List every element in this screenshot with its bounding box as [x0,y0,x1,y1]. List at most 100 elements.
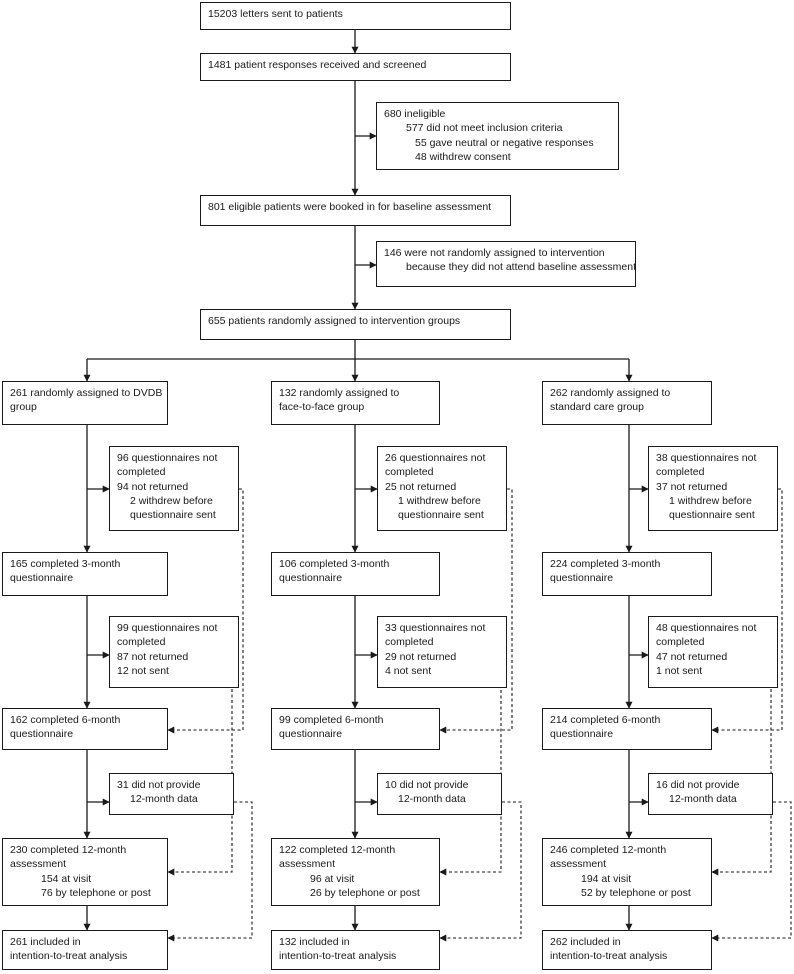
label-line: 16 did not provide [656,779,740,791]
label-line: assessment [279,858,336,871]
label-line: 106 completed 3-month [279,558,390,570]
label-line: 122 completed 12-month [279,844,396,856]
label-line: 230 completed 12-month [10,844,127,856]
label-line: completed [117,466,166,479]
label-line: 162 completed 6-month [10,714,121,726]
dashed-carry-forward [439,488,513,734]
label-line: 87 not returned [117,650,189,663]
label-line: 33 questionnaires not [385,622,486,634]
label-line: 12-month data [130,793,198,806]
arm-dvdb-itt-box: 261 included in intention-to-treat analy… [2,930,168,970]
label-line: questionnaire [10,572,74,585]
arm-dvdb-q6-done-box: 162 completed 6-month questionnaire [2,708,168,750]
label-line: 48 questionnaires not [656,622,757,634]
label-line: 12-month data [669,793,737,806]
label-line: 246 completed 12-month [550,844,667,856]
ineligible-withdrew: 48 withdrew consent [415,150,511,163]
label-line: questionnaire [279,572,343,585]
label-line: completed [385,466,434,479]
label-line: 4 not sent [385,664,432,677]
arm-f2f-assigned-box: 132 randomly assigned to face-to-face gr… [271,381,440,425]
dashed-carry-forward [711,651,778,876]
label-line: 132 randomly assigned to [279,387,400,399]
label-line: completed [385,636,434,649]
label-line: 165 completed 3-month [10,558,121,570]
label-line: 262 included in [550,936,621,948]
label-line: intention-to-treat analysis [10,950,128,963]
label-line: 10 did not provide [385,779,469,791]
label-line: assessment [550,858,607,871]
label-line: intention-to-treat analysis [279,950,397,963]
dashed-carry-forward [167,651,239,876]
label-line: 96 at visit [310,872,355,885]
arm-dvdb-q6-missing-box: 99 questionnaires not completed 87 not r… [109,616,239,688]
label-line: 26 questionnaires not [385,452,486,464]
label-line: 99 completed 6-month [279,714,384,726]
letters-text: 15203 letters sent to patients [208,8,343,20]
label-line: 52 by telephone or post [581,886,691,899]
ineligible-negative: 55 gave neutral or negative responses [415,136,594,149]
label-line: questionnaire [550,728,614,741]
dashed-carry-forward [167,488,244,734]
label-line: 1 not sent [656,664,703,677]
arm-standard-12m-missing-box: 16 did not provide 12-month data [648,773,773,815]
label-line: 132 included in [279,936,350,948]
label-line: 26 by telephone or post [310,886,420,899]
arm-f2f-itt-box: 132 included in intention-to-treat analy… [271,930,440,970]
ineligible-total: 680 ineligible [384,108,446,120]
label-line: 99 questionnaires not [117,622,218,634]
label-line: 224 completed 3-month [550,558,661,570]
label-line: assessment [10,858,67,871]
label-line: face-to-face group [279,401,365,414]
not-assigned-box: 146 were not randomly assigned to interv… [376,241,636,287]
label-line: questionnaire [550,572,614,585]
label-line: 47 not returned [656,650,728,663]
label-line: 262 randomly assigned to [550,387,671,399]
arm-f2f-q3-done-box: 106 completed 3-month questionnaire [271,552,440,596]
arm-dvdb-q3-done-box: 165 completed 3-month questionnaire [2,552,168,596]
arm-f2f-q3-missing-box: 26 questionnaires not completed 25 not r… [377,446,507,531]
arm-standard-12m-done-box: 246 completed 12-month assessment 194 at… [542,838,712,906]
arm-standard-q3-done-box: 224 completed 3-month questionnaire [542,552,712,596]
dashed-carry-forward [167,801,253,942]
label-line: 31 did not provide [117,779,201,791]
ineligible-criteria: 577 did not meet inclusion criteria [406,122,563,135]
label-line: completed [117,636,166,649]
label-line: standard care group [550,401,644,414]
label-line: 94 not returned [117,480,189,493]
label-line: questionnaire [279,728,343,741]
arm-standard-q6-missing-box: 48 questionnaires not completed 47 not r… [648,616,778,688]
label-line: 37 not returned [656,480,728,493]
dashed-carry-forward [711,801,792,942]
not-assigned-line-1: 146 were not randomly assigned to interv… [384,247,605,259]
label-line: 76 by telephone or post [41,886,151,899]
label-line: 1 withdrew before [398,494,481,507]
label-line: 29 not returned [385,650,457,663]
label-line: 194 at visit [581,872,632,885]
label-line: 214 completed 6-month [550,714,661,726]
label-line: 25 not returned [385,480,457,493]
eligible-box: 801 eligible patients were booked in for… [200,195,511,226]
arm-standard-q6-done-box: 214 completed 6-month questionnaire [542,708,712,750]
responses-box: 1481 patient responses received and scre… [200,53,511,81]
ineligible-box: 680 ineligible 577 did not meet inclusio… [376,102,619,170]
arm-dvdb-assigned-box: 261 randomly assigned to DVDB group [2,381,168,425]
label-line: 154 at visit [41,872,92,885]
arm-standard-itt-box: 262 included in intention-to-treat analy… [542,930,712,970]
arm-f2f-12m-missing-box: 10 did not provide 12-month data [377,773,502,815]
label-line: 12-month data [398,793,466,806]
label-line: intention-to-treat analysis [550,950,668,963]
label-line: questionnaire sent [669,509,755,522]
label-line: 2 withdrew before [130,494,213,507]
label-line: 261 included in [10,936,81,948]
eligible-text: 801 eligible patients were booked in for… [208,201,492,213]
label-line: completed [656,636,705,649]
label-line: 96 questionnaires not [117,452,218,464]
label-line: questionnaire sent [398,509,484,522]
label-line: questionnaire sent [130,509,216,522]
arm-dvdb-q3-missing-box: 96 questionnaires not completed 94 not r… [109,446,239,531]
arm-f2f-q6-missing-box: 33 questionnaires not completed 29 not r… [377,616,507,688]
label-line: 1 withdrew before [669,494,752,507]
